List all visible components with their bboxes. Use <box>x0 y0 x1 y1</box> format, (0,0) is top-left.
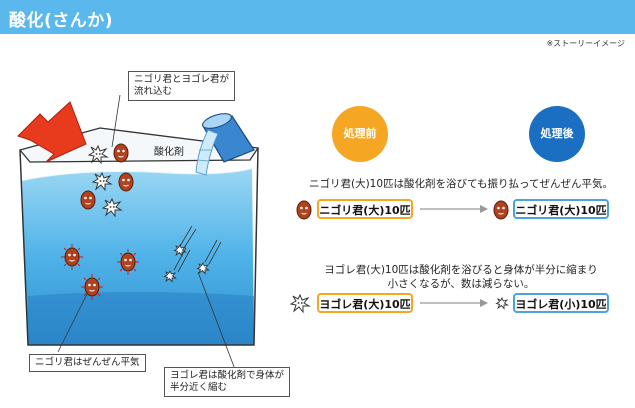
story-image-note: ※ストーリーイメージ <box>546 39 625 48</box>
yogore-description-line1: ヨゴレ君(大)10匹は酸化剤を浴びると身体が半分に縮まり <box>324 264 598 276</box>
header-bar: 酸化(さんか) <box>0 0 635 34</box>
tank-scene <box>17 94 509 373</box>
nigori-after-icon <box>493 200 509 220</box>
leader-lines <box>57 94 237 373</box>
nigori-before-icon <box>296 200 312 220</box>
tank-outline <box>19 147 259 346</box>
process-arrows <box>420 205 488 307</box>
inflow-arrow <box>17 101 87 163</box>
yogore-before-icon <box>290 294 310 313</box>
stage-after-circle: 処理後 <box>529 106 585 162</box>
stage-before-circle: 処理前 <box>332 106 388 162</box>
page-title: 酸化(さんか) <box>9 11 114 31</box>
yogore-after-icon <box>496 297 508 309</box>
nigori-after-box: ニゴリ君(大)10匹 <box>513 199 609 219</box>
nigori-before-box: ニゴリ君(大)10匹 <box>317 199 413 219</box>
nigori-description: ニゴリ君(大)10匹は酸化剤を浴びても振り払ってぜんぜん平気。 <box>308 178 613 190</box>
agent-label: 酸化剤 <box>154 147 184 158</box>
callout-yogore: ヨゴレ君は酸化剤で身体が 半分近く縮む <box>164 367 291 397</box>
yogore-before-box: ヨゴレ君(大)10匹 <box>317 293 413 313</box>
yogore-description-line2: 小さくなるが、数は減らない。 <box>387 278 535 290</box>
yogore-after-box: ヨゴレ君(小)10匹 <box>513 293 609 313</box>
callout-inflow: ニゴリ君とヨゴレ君が 流れ込む <box>128 71 236 101</box>
agent-bucket-icon <box>195 113 255 176</box>
callout-nigori: ニゴリ君はぜんぜん平気 <box>29 354 146 372</box>
